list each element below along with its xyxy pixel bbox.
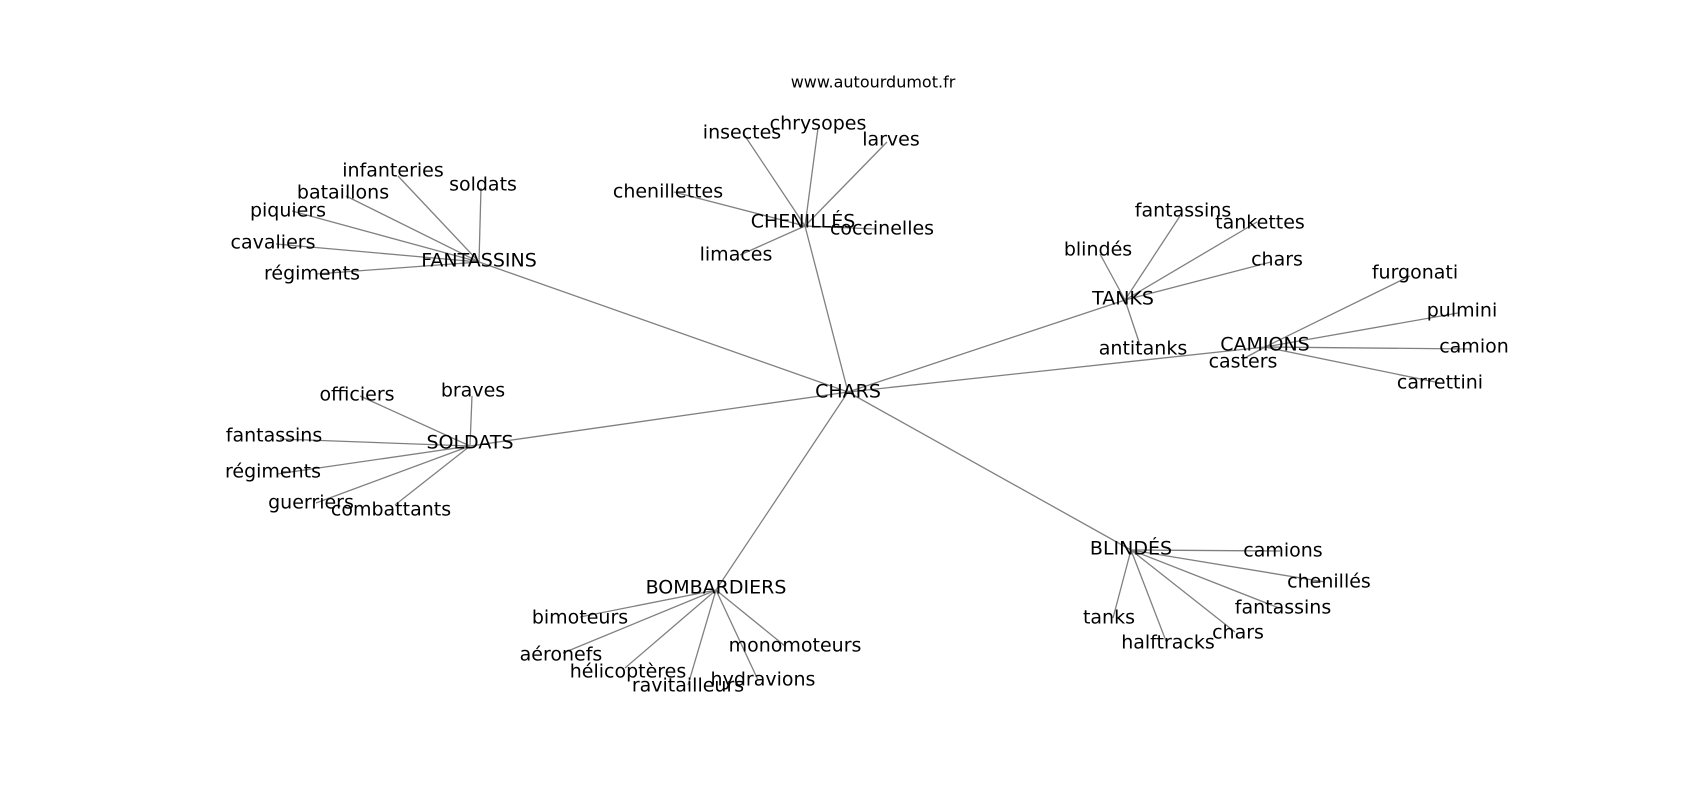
edge-fantassins-regiments [315, 261, 480, 275]
leaf-node-helicopteres: hélicoptères [570, 661, 687, 683]
leaf-node-pulmini: pulmini [1427, 300, 1498, 322]
edge-bombardiers-aeronefs [562, 589, 717, 654]
edge-tanks-blindes [1099, 253, 1126, 301]
edge-blindes-camions [1130, 549, 1281, 552]
edge-fantassins-piquiers [291, 210, 480, 263]
center-node-label: CHARS [815, 381, 881, 403]
group-node-bombardiers: BOMBARDIERS [646, 577, 787, 599]
edge-blindes-tanks [1112, 549, 1132, 619]
edge-chenilles-insectes [744, 135, 806, 227]
leaf-node-furgonati: furgonati [1372, 262, 1458, 284]
edge-soldats-fantassins [279, 438, 471, 447]
leaf-node-chrysopes: chrysopes [770, 113, 867, 135]
leaf-node-piquiers: piquiers [250, 200, 326, 222]
edge-soldats-officiers [359, 395, 471, 447]
leaf-node-aeronefs: aéronefs [520, 644, 603, 666]
leaf-node-blindes: blindés [1064, 239, 1132, 261]
leaf-node-fantassins: fantassins [1135, 200, 1231, 222]
edge-chenilles-larves [804, 141, 888, 227]
edge-soldats-guerriers [315, 445, 471, 504]
edge-fantassins-infanteries [397, 175, 480, 263]
edge-camions-pulmini [1264, 312, 1459, 348]
leaf-node-cavaliers: cavaliers [231, 232, 316, 254]
edge-chenilles-coccinelles [804, 225, 876, 230]
leaf-node-hydravions: hydravions [711, 669, 816, 691]
leaf-node-casters: casters [1209, 351, 1278, 373]
leaf-node-regiments: régiments [225, 461, 321, 483]
edge-bombardiers-bimoteurs [579, 589, 717, 618]
edge-camions-furgonati [1264, 275, 1411, 348]
group-node-fantassins: FANTASSINS [421, 250, 537, 272]
edge-camions-carrettini [1264, 346, 1441, 384]
leaf-node-tankettes: tankettes [1215, 212, 1305, 234]
leaf-node-chenillettes: chenillettes [613, 181, 723, 203]
graph-labels: www.autourdumot.fr CHARS FANTASSINS infant… [225, 73, 1509, 697]
edge-soldats-regiments [276, 445, 471, 475]
edge-fantassins-cavaliers [275, 243, 480, 263]
leaf-node-halftracks: halftracks [1121, 632, 1215, 654]
edge-center-blindes [847, 391, 1132, 551]
leaf-node-ravitailleurs: ravitailleurs [632, 675, 744, 697]
leaf-node-combattants: combattants [331, 499, 451, 521]
group-node-camions: CAMIONS [1220, 334, 1310, 356]
edge-center-chenilles [804, 225, 849, 393]
leaf-node-larves: larves [862, 129, 920, 151]
edge-center-camions [847, 346, 1266, 393]
edge-bombardiers-hydravions [715, 589, 759, 681]
leaf-node-insectes: insectes [703, 122, 781, 144]
edge-center-bombardiers [715, 391, 849, 591]
group-node-tanks: TANKS [1091, 288, 1154, 310]
edge-center-soldats [469, 391, 849, 447]
leaf-node-soldats: soldats [449, 174, 517, 196]
edge-tanks-tankettes [1124, 221, 1258, 301]
edge-bombardiers-helicopteres [624, 589, 717, 669]
leaf-node-camions: camions [1243, 540, 1322, 562]
edge-tanks-fantassins [1124, 215, 1181, 301]
edge-fantassins-bataillons [345, 195, 480, 263]
leaf-node-camion: camion [1439, 336, 1509, 358]
edge-blindes-fantassins [1130, 549, 1280, 609]
edge-center-tanks [847, 299, 1126, 393]
leaf-node-braves: braves [441, 380, 505, 402]
edge-tanks-antitanks [1124, 299, 1141, 346]
edge-camions-casters [1242, 346, 1266, 360]
leaf-node-fantassins: fantassins [226, 425, 322, 447]
leaf-node-carrettini: carrettini [1397, 372, 1483, 394]
edge-soldats-combattants [394, 445, 471, 506]
edge-fantassins-soldats [478, 187, 482, 263]
leaf-node-limaces: limaces [700, 244, 773, 266]
edge-chenilles-chenillettes [673, 191, 806, 227]
leaf-node-chenilles: chenillés [1287, 571, 1371, 593]
leaf-node-guerriers: guerriers [268, 492, 354, 514]
leaf-node-bimoteurs: bimoteurs [532, 607, 628, 629]
edge-blindes-halftracks [1130, 549, 1167, 642]
edge-blindes-chars [1130, 549, 1236, 633]
edge-blindes-chenilles [1130, 549, 1326, 583]
leaf-node-chars: chars [1212, 622, 1264, 644]
edge-bombardiers-ravitailleurs [687, 589, 717, 686]
group-node-chenilles: CHENILLÉS [751, 210, 856, 233]
leaf-node-chars: chars [1251, 249, 1303, 271]
leaf-node-coccinelles: coccinelles [830, 218, 934, 240]
leaf-node-bataillons: bataillons [297, 182, 389, 204]
edge-tanks-chars [1124, 261, 1272, 301]
leaf-node-antitanks: antitanks [1099, 338, 1187, 360]
graph-edges [275, 127, 1472, 686]
edge-soldats-braves [469, 395, 473, 447]
edge-camions-camion [1264, 346, 1472, 350]
group-node-blindes: BLINDÉS [1090, 537, 1172, 560]
edge-bombardiers-monomoteurs [715, 589, 786, 647]
edge-chenilles-limaces [739, 225, 806, 256]
site-caption: www.autourdumot.fr [791, 73, 956, 92]
leaf-node-officiers: officiers [319, 384, 394, 406]
group-node-soldats: SOLDATS [426, 432, 513, 454]
edge-chenilles-chrysopes [804, 127, 819, 227]
edge-center-fantassins [478, 261, 849, 393]
leaf-node-infanteries: infanteries [342, 160, 444, 182]
leaf-node-regiments: régiments [264, 263, 360, 285]
leaf-node-monomoteurs: monomoteurs [729, 635, 862, 657]
leaf-node-tanks: tanks [1083, 607, 1135, 629]
leaf-node-fantassins: fantassins [1235, 597, 1331, 619]
